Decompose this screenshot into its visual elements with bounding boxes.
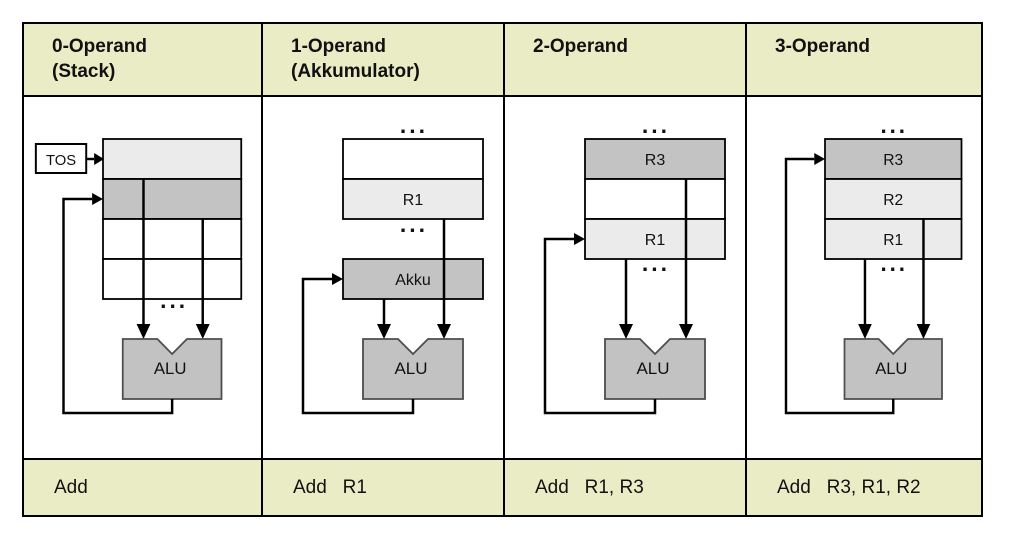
akku-box [342, 258, 484, 300]
alu-shape [604, 338, 706, 400]
column-header-3-operand: 3-Operand [745, 24, 981, 97]
down-arrowhead-icon [679, 324, 693, 339]
ellipsis-middle: ... [642, 250, 670, 276]
down-arrowhead-icon [619, 324, 633, 339]
right-arrowhead-icon [332, 273, 343, 285]
register-cell-empty [342, 138, 484, 180]
register-label-r2: R2 [883, 192, 903, 209]
alu-label: ALU [154, 359, 187, 378]
down-arrowhead-icon [377, 324, 391, 339]
register-cell-r3 [824, 138, 963, 180]
three-operand-architecture-diagram: ... R3 R2 R1 ... ALU [784, 112, 963, 415]
tos-box [34, 143, 88, 174]
register-label-r1: R1 [645, 232, 666, 249]
alu-label: ALU [394, 359, 427, 378]
register-cell-r1 [824, 218, 963, 260]
column-header-2-operand: 2-Operand [503, 24, 745, 97]
right-arrowhead-icon [574, 233, 585, 245]
result-feedback-line [784, 157, 895, 415]
alu-shape [362, 338, 464, 400]
ellipsis-bottom: ... [160, 287, 188, 313]
alu-label: ALU [636, 359, 669, 378]
right-arrowhead-icon [92, 193, 103, 205]
diagram-0-operand-stack: TOS ... ALU [24, 97, 261, 458]
instruction-example-3-operand: Add R3, R1, R2 [745, 458, 981, 515]
stack-cell-top [102, 138, 243, 180]
register-label-r1: R1 [403, 192, 424, 209]
alu-label: ALU [875, 359, 907, 378]
ellipsis-top: ... [880, 112, 907, 138]
result-feedback-line [301, 277, 415, 415]
stack-cell-third [102, 218, 243, 260]
down-arrowhead-icon [437, 324, 451, 339]
right-arrowhead-icon [814, 153, 825, 165]
result-feedback-line [62, 197, 174, 415]
instruction-example-stack: Add [24, 458, 261, 515]
column-header-0-operand: 0-Operand (Stack) [24, 24, 261, 97]
accumulator-architecture-diagram: ... R1 ... Akku ALU [301, 112, 484, 415]
ellipsis-top: ... [642, 112, 670, 138]
down-arrowhead-icon [858, 324, 872, 339]
ellipsis-middle: ... [400, 211, 428, 237]
down-arrowhead-icon [916, 324, 931, 339]
alu-shape [121, 338, 223, 400]
register-label-r3: R3 [645, 152, 666, 169]
ellipsis-top: ... [400, 112, 428, 138]
diagram-3-operand: ... R3 R2 R1 ... ALU [745, 97, 981, 458]
tos-label: TOS [46, 153, 76, 169]
stack-cell-fourth [102, 258, 243, 300]
diagram-2-operand: ... R3 R1 ... ALU [503, 97, 745, 458]
stack-architecture-diagram: TOS ... ALU [34, 138, 243, 415]
ellipsis-middle: ... [880, 250, 907, 276]
down-arrowhead-icon [136, 324, 151, 339]
register-cell-r1 [584, 218, 726, 260]
tos-arrowhead-icon [94, 153, 104, 165]
instruction-example-2-operand: Add R1, R3 [503, 458, 745, 515]
down-arrowhead-icon [195, 324, 210, 339]
column-header-1-operand: 1-Operand (Akkumulator) [261, 24, 503, 97]
akku-label: Akku [395, 272, 431, 289]
diagram-1-operand-accumulator: ... R1 ... Akku ALU [261, 97, 503, 458]
comparison-table: 0-Operand (Stack) 1-Operand (Akkumulator… [22, 22, 983, 517]
register-cell-r1 [342, 178, 484, 220]
instruction-example-accumulator: Add R1 [261, 458, 503, 515]
register-label-r3: R3 [883, 152, 903, 169]
result-feedback-line [543, 237, 657, 415]
stack-cell-second [102, 178, 243, 220]
register-label-r1: R1 [883, 232, 903, 249]
alu-shape [843, 338, 943, 400]
register-cell-empty [584, 178, 726, 220]
two-operand-architecture-diagram: ... R3 R1 ... ALU [543, 112, 726, 415]
